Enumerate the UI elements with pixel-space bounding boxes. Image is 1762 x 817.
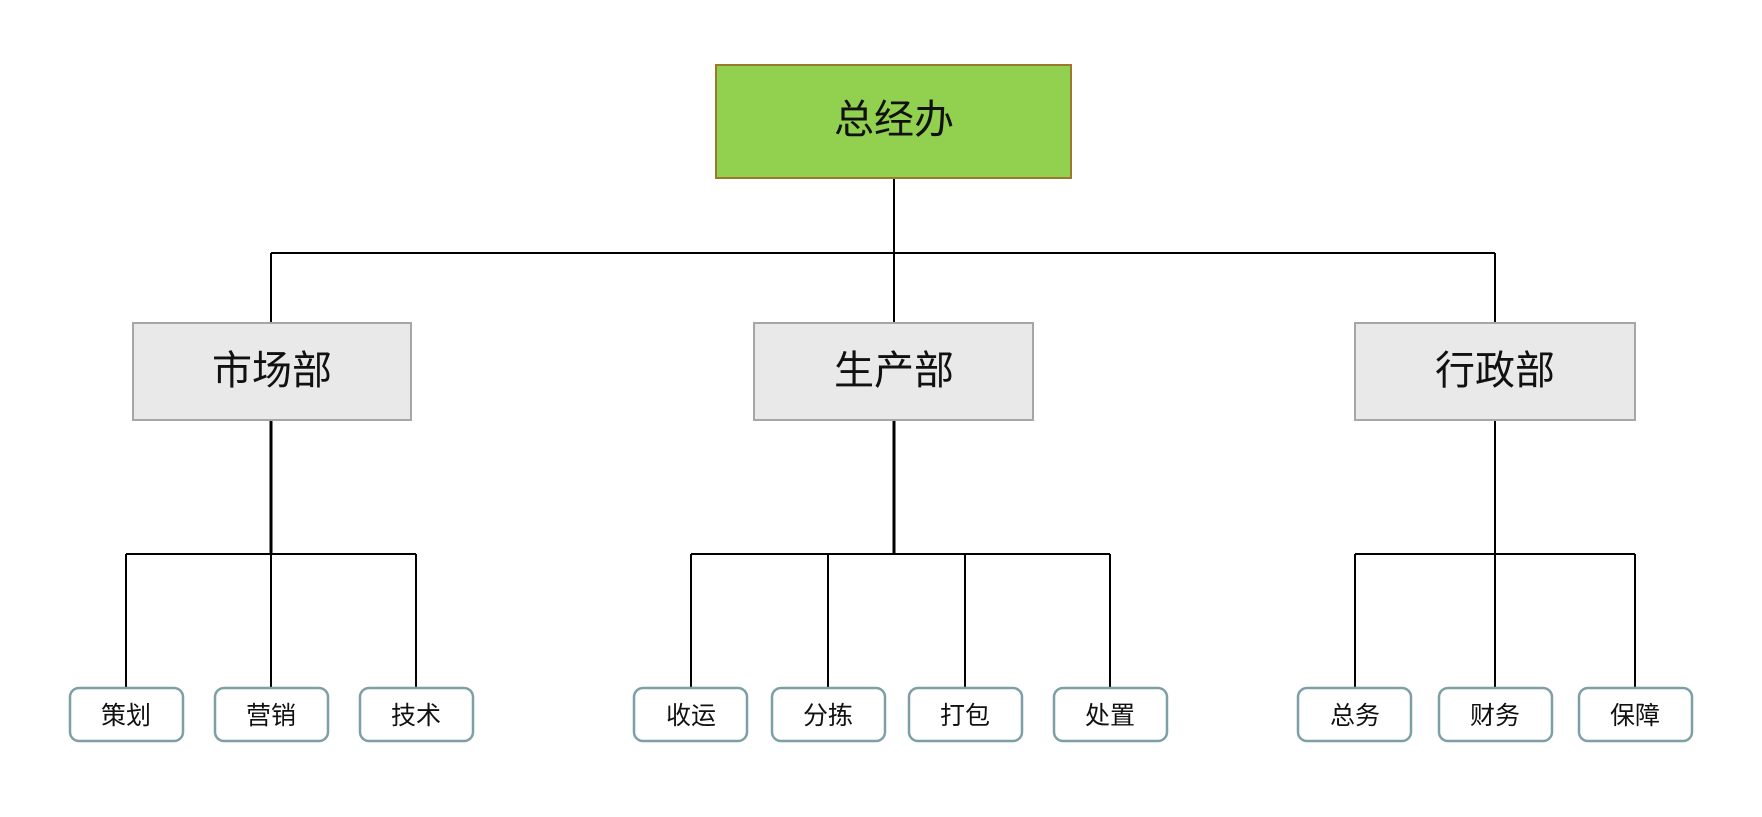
leaf-box xyxy=(213,686,330,743)
dept-node-production: 生产部 xyxy=(753,322,1034,421)
dept-label: 行政部 xyxy=(1435,348,1555,394)
leaf-box xyxy=(68,686,185,743)
connector-lines xyxy=(125,178,1636,688)
leaf-node-shouyun: 收运 xyxy=(632,686,749,743)
leaf-label: 财务 xyxy=(1470,701,1520,730)
dept-label: 生产部 xyxy=(834,348,954,394)
root-box xyxy=(715,64,1072,179)
leaf-node-cehua: 策划 xyxy=(68,686,185,743)
leaf-node-caiwu: 财务 xyxy=(1437,686,1554,743)
leaf-node-jishu: 技术 xyxy=(358,686,475,743)
leaf-node-dabao: 打包 xyxy=(907,686,1024,743)
leaf-label: 策划 xyxy=(101,701,151,730)
root-node: 总经办 xyxy=(715,64,1072,179)
leaf-box xyxy=(1052,686,1169,743)
leaf-label: 营销 xyxy=(246,701,296,730)
dept-box xyxy=(1354,322,1636,421)
leaf-label: 保障 xyxy=(1610,701,1660,730)
leaf-node-yingxiao: 营销 xyxy=(213,686,330,743)
leaf-label: 处置 xyxy=(1085,701,1135,730)
leaf-node-baozhang: 保障 xyxy=(1577,686,1694,743)
leaf-node-fenjian: 分拣 xyxy=(770,686,887,743)
dept-box xyxy=(132,322,412,421)
leaf-label: 打包 xyxy=(940,701,990,730)
dept-box xyxy=(753,322,1034,421)
leaf-label: 技术 xyxy=(391,701,441,730)
dept-node-admin: 行政部 xyxy=(1354,322,1636,421)
leaf-label: 分拣 xyxy=(803,701,853,730)
leaf-box xyxy=(1296,686,1413,743)
leaf-box xyxy=(907,686,1024,743)
leaf-box xyxy=(1577,686,1694,743)
leaf-box xyxy=(358,686,475,743)
dept-label: 市场部 xyxy=(212,348,332,394)
leaf-box xyxy=(1437,686,1554,743)
leaf-node-zongwu: 总务 xyxy=(1296,686,1413,743)
leaf-node-chuzhi: 处置 xyxy=(1052,686,1169,743)
leaf-box xyxy=(632,686,749,743)
leaf-box xyxy=(770,686,887,743)
root-label: 总经办 xyxy=(834,97,954,143)
leaf-label: 收运 xyxy=(666,701,716,730)
dept-node-market: 市场部 xyxy=(132,322,412,421)
leaf-label: 总务 xyxy=(1330,701,1380,730)
